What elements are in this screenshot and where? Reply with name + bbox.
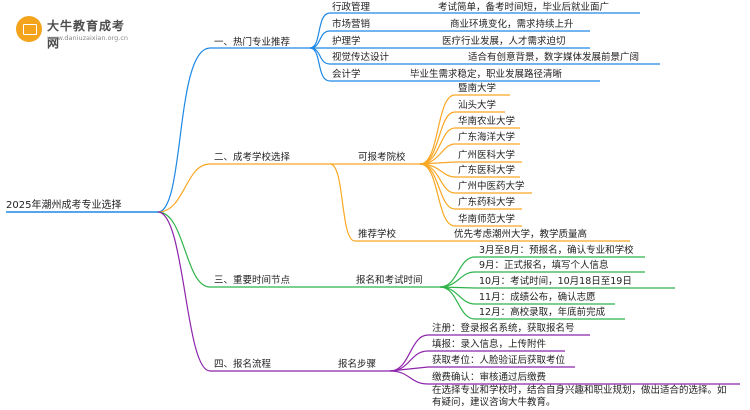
book-icon: [16, 16, 42, 42]
branch-2-label: 二、成考学校选择: [214, 152, 291, 163]
major-desc: 商业环境变化，需求持续上升: [450, 19, 574, 30]
timeline-label: 报名和考试时间: [356, 275, 423, 286]
branch-2-links: [157, 94, 630, 242]
major-name: 视觉传达设计: [332, 52, 390, 63]
timeline-item: 11月：成绩公布，确认志愿: [479, 292, 596, 303]
recommended-desc: 优先考虑潮州大学，教学质量高: [454, 229, 588, 240]
branch-1-label: 一、热门专业推荐: [214, 37, 291, 48]
major-name: 市场营销: [332, 19, 371, 30]
major-name: 行政管理: [332, 2, 371, 13]
timeline-item: 12月：高校录取，年底前完成: [479, 307, 606, 318]
school-item: 广东医科大学: [458, 165, 516, 176]
major-name: 护理学: [332, 36, 361, 47]
branch-3-links: [157, 211, 675, 320]
root-topic: 2025年潮州成考专业选择: [6, 200, 122, 211]
schools-label: 可报考院校: [358, 152, 406, 163]
major-desc: 考试简单，备考时间短，毕业后就业面广: [438, 2, 610, 13]
school-item: 广州中医药大学: [458, 181, 525, 192]
major-name: 会计学: [332, 69, 361, 80]
school-item: 广东海洋大学: [458, 132, 516, 143]
step-note: 有疑问，建议咨询大牛教育。: [432, 397, 556, 408]
school-item: 广东药科大学: [458, 197, 516, 208]
branch-3-label: 三、重要时间节点: [214, 275, 291, 286]
step-item: 填报：录入信息，上传附件: [432, 339, 547, 350]
school-item: 暨南大学: [458, 83, 497, 94]
branch-1-links: [157, 12, 660, 213]
major-desc: 适合有创意背景，数字媒体发展前景广阔: [468, 52, 640, 63]
school-item: 汕头大学: [458, 100, 497, 111]
timeline-item: 10月：考试时间，10月18日至19日: [479, 276, 632, 287]
timeline-item: 3月至8月：预报名，确认专业和学校: [479, 245, 634, 256]
school-item: 华南师范大学: [458, 214, 516, 225]
step-item: 注册：登录报名系统，获取报名号: [432, 323, 575, 334]
branch-4-label: 四、报名流程: [214, 359, 272, 370]
step-note: 在选择专业和学校时，结合自身兴趣和职业规划，做出适合的选择。如: [432, 385, 727, 396]
timeline-item: 9月：正式报名，填写个人信息: [479, 260, 609, 271]
brand-name: 大牛教育成考网: [47, 19, 126, 50]
major-desc: 医疗行业发展，人才需求迫切: [442, 36, 566, 47]
brand-logo: 大牛教育成考网 www.daniuzaixian.org.cn: [16, 14, 136, 50]
recommended-label: 推荐学校: [358, 229, 397, 240]
major-desc: 毕业生需求稳定，职业发展路径清晰: [410, 69, 563, 80]
school-item: 广州医科大学: [458, 150, 516, 161]
brand-url: www.daniuzaixian.org.cn: [47, 34, 129, 42]
school-item: 华南农业大学: [458, 116, 516, 127]
branch-4-links: [157, 211, 740, 385]
step-item: 获取考位：人脸验证后获取考位: [432, 355, 566, 366]
steps-label: 报名步骤: [338, 359, 377, 370]
step-item: 缴费确认：审核通过后缴费: [432, 372, 547, 383]
